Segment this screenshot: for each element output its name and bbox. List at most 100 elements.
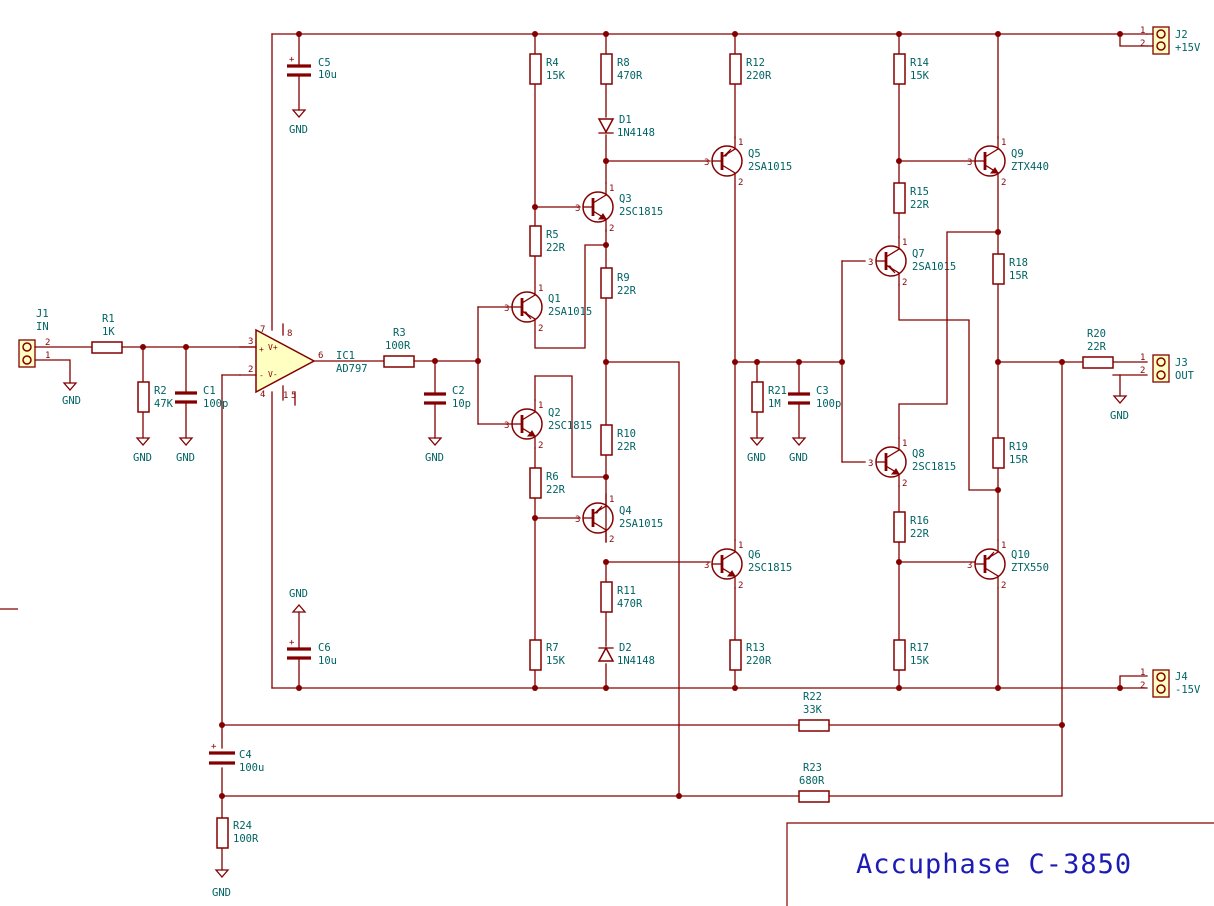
r15-value: 22R [910,199,930,211]
j4-pin2: 2 [1140,681,1145,691]
q2-pin2: 2 [538,441,543,451]
q3-pin2: 2 [609,224,614,234]
resistor-r1: R1 1K [91,313,257,354]
j2-pin2: 2 [1140,39,1145,49]
r13-ref: R13 [746,642,765,654]
c6-ref: C6 [318,642,331,654]
q2-pin3: 3 [504,421,509,431]
q9-pin3: 3 [967,158,972,168]
r20-ref: R20 [1087,328,1106,340]
r3-value: 100R [385,340,411,352]
q2-value: 2SC1815 [548,420,592,432]
q10-ref: Q10 [1011,549,1030,561]
capacitor-c1: C1 100p GND [175,346,228,464]
q4-value: 2SA1015 [619,518,663,530]
j3-value: OUT [1175,370,1195,382]
d2-ref: D2 [619,642,632,654]
r19-ref: R19 [1009,441,1028,453]
q4-pin2: 2 [609,535,614,545]
j4-pin1: 1 [1140,668,1145,678]
q1-pin3: 3 [504,304,509,314]
gnd-c2-label: GND [425,452,444,464]
connector-j1: 2 1 J1 IN GND [18,308,93,407]
q8-value: 2SC1815 [912,461,956,473]
ic1-plus-sym: + [259,345,264,354]
r11-value: 470R [617,598,643,610]
c4-value: 100u [239,762,264,774]
q10-pin2: 2 [1001,581,1006,591]
q1-pin1: 1 [538,284,543,294]
svg-text:+: + [289,638,295,648]
q7-ref: Q7 [912,248,925,260]
r5-ref: R5 [546,229,559,241]
q1-value: 2SA1015 [548,306,592,318]
r4-ref: R4 [546,57,559,69]
gnd-c6-label: GND [289,588,308,600]
ic1-minus-sym: - [259,371,264,380]
r2-value: 47K [154,398,174,410]
q8-pin2: 2 [902,479,907,489]
gnd-j3-label: GND [1110,410,1129,422]
ic1-value: AD797 [336,363,368,375]
ic1-pin5: 5 [291,391,296,401]
r7-ref: R7 [546,642,559,654]
r1-value: 1K [102,326,115,338]
q5-ref: Q5 [748,148,761,160]
j4-ref: J4 [1175,671,1188,683]
gnd-c5-label: GND [289,124,308,136]
bias-network-left [477,33,607,689]
r12-ref: R12 [746,57,765,69]
feedback-network: + R22 33K R23 680R C4 100u R24 100R GND [209,361,1065,899]
r22-value: 33K [803,704,823,716]
output-stage: R14 15K R15 22R R16 22R R17 15K R18 15R … [841,33,1148,689]
gnd-r2-label: GND [133,452,152,464]
q4-pin3: 3 [575,515,580,525]
svg-text:+: + [211,742,217,752]
r9-ref: R9 [617,272,630,284]
capacitor-c2: C2 10p GND [424,360,471,464]
j2-ref: J2 [1175,29,1188,41]
r14-ref: R14 [910,57,929,69]
q6-pin2: 2 [738,581,743,591]
r17-value: 15K [910,655,930,667]
r17-ref: R17 [910,642,929,654]
d1-ref: D1 [619,114,632,126]
ic1-vplus-label: V+ [268,343,278,352]
r3-ref: R3 [393,327,406,339]
bias-network-center: R8 470R D1 1N4148 R9 22R R10 22R R11 470… [597,33,711,799]
q6-pin1: 1 [738,541,743,551]
r8-ref: R8 [617,57,630,69]
r5-value: 22R [546,242,566,254]
q9-pin1: 1 [1001,138,1006,148]
r21-ref: R21 [768,385,787,397]
connector-j3: 1 2 J3 OUT [1140,353,1195,383]
q10-value: ZTX550 [1011,562,1049,574]
j1-pin2: 2 [45,338,50,348]
r11-ref: R11 [617,585,636,597]
q2-ref: Q2 [548,407,561,419]
d1-value: 1N4148 [617,127,655,139]
capacitor-c5: + C5 10u GND [287,33,337,136]
c1-value: 100p [203,398,228,410]
q9-pin2: 2 [1001,178,1006,188]
r9-value: 22R [617,285,637,297]
r7-value: 15K [546,655,566,667]
j2-value: +15V [1175,42,1201,54]
r22-ref: R22 [803,691,822,703]
gnd-c3-label: GND [789,452,808,464]
r21-value: 1M [768,398,781,410]
q6-value: 2SC1815 [748,562,792,574]
transistors: 123Q12SA1015123Q22SC1815123Q32SC1815123Q… [504,136,1049,591]
r19-value: 15R [1009,454,1029,466]
c2-value: 10p [452,398,471,410]
j3-pin1: 1 [1140,353,1145,363]
q3-value: 2SC1815 [619,206,663,218]
r16-value: 22R [910,528,930,540]
